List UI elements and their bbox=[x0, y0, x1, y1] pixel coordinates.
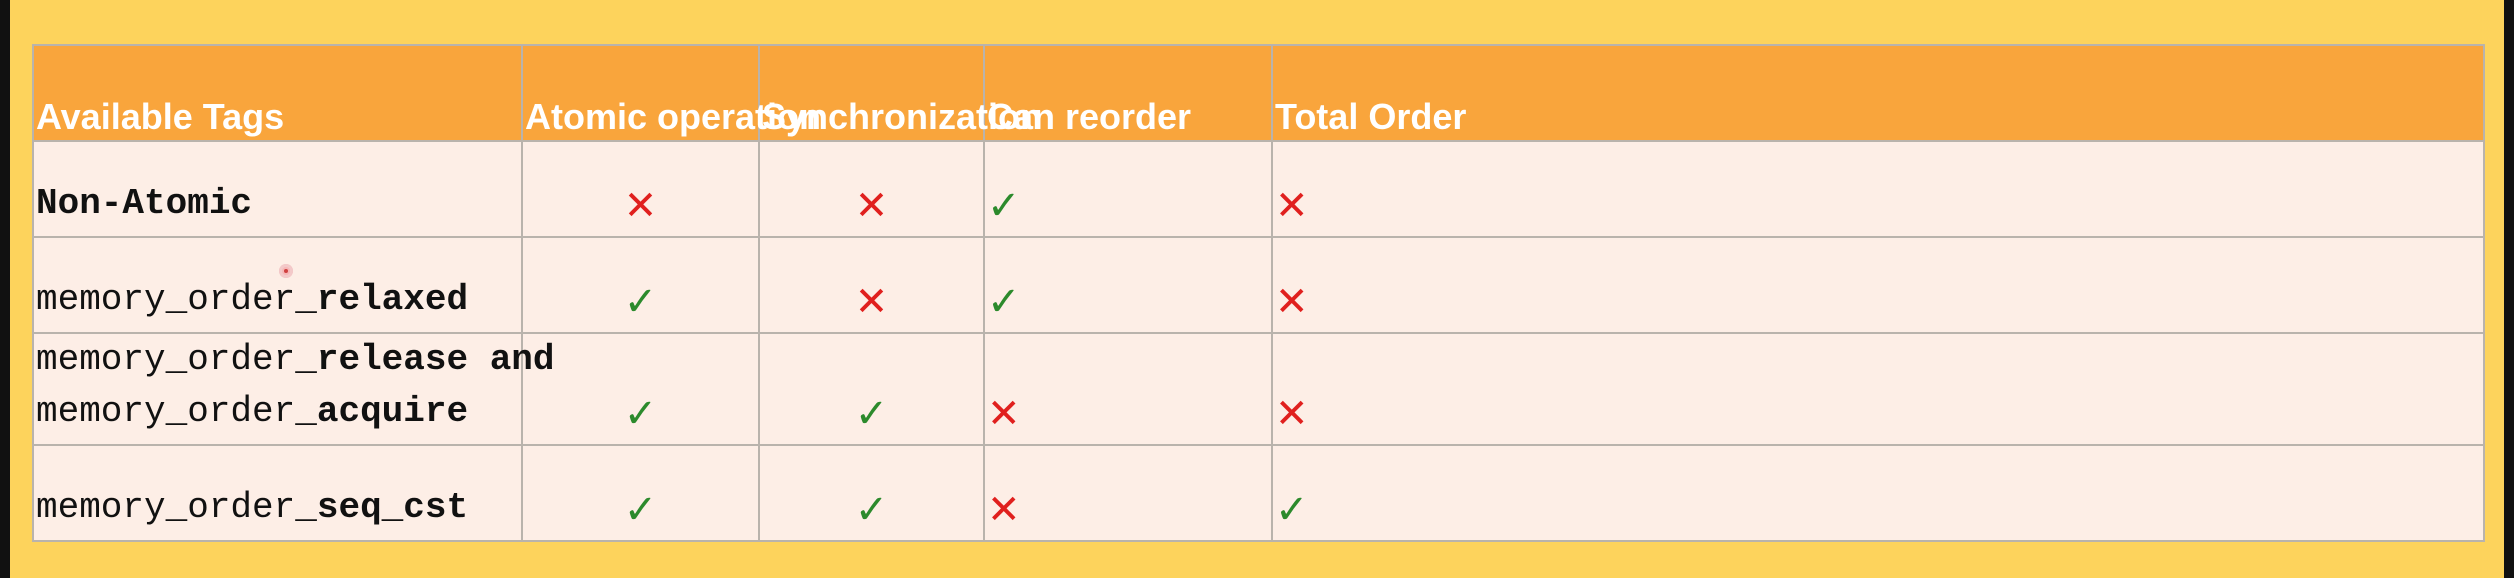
synchronization-cell: ✓ bbox=[758, 332, 985, 446]
memory-order-table: Available Tags Atomic operation Synchron… bbox=[32, 44, 2485, 542]
synchronization-cell: ✕ bbox=[758, 236, 985, 334]
cross-icon: ✕ bbox=[1275, 183, 1309, 229]
tag-name-part: memory_order_ bbox=[36, 339, 317, 380]
check-icon: ✓ bbox=[987, 279, 1021, 325]
can-reorder-cell: ✕ bbox=[983, 444, 1273, 542]
atomic-operation-cell: ✓ bbox=[521, 236, 760, 334]
tag-name-bold-part: relaxed bbox=[316, 279, 469, 320]
cross-icon: ✕ bbox=[854, 183, 889, 229]
check-icon: ✓ bbox=[854, 487, 889, 533]
table-row: Non-Atomic ✕ ✕ ✓ ✕ bbox=[32, 140, 2485, 238]
left-border bbox=[0, 0, 10, 578]
tag-cell: Non-Atomic bbox=[32, 140, 523, 238]
total-order-cell: ✕ bbox=[1271, 140, 2485, 238]
can-reorder-cell: ✓ bbox=[983, 236, 1273, 334]
can-reorder-cell: ✕ bbox=[983, 332, 1273, 446]
tag-name-line: memory_order_release and bbox=[36, 334, 555, 386]
tag-cell: memory_order_relaxed bbox=[32, 236, 523, 334]
total-order-cell: ✕ bbox=[1271, 332, 2485, 446]
header-synchronization: Synchronization bbox=[758, 44, 1042, 142]
cross-icon: ✕ bbox=[987, 487, 1021, 533]
total-order-cell: ✓ bbox=[1271, 444, 2485, 542]
tag-name-line: memory_order_seq_cst bbox=[36, 482, 519, 534]
tag-name-part: memory_order_ bbox=[36, 391, 317, 432]
atomic-operation-cell: ✓ bbox=[521, 332, 760, 446]
can-reorder-cell: ✓ bbox=[983, 140, 1273, 238]
header-total-order: Total Order bbox=[1271, 44, 2485, 142]
cross-icon: ✕ bbox=[854, 279, 889, 325]
atomic-operation-cell: ✕ bbox=[521, 140, 760, 238]
check-icon: ✓ bbox=[623, 391, 658, 437]
cross-icon: ✕ bbox=[623, 183, 658, 229]
total-order-cell: ✕ bbox=[1271, 236, 2485, 334]
cross-icon: ✕ bbox=[1275, 391, 1309, 437]
tag-name-line: Non-Atomic bbox=[36, 178, 519, 230]
cross-icon: ✕ bbox=[987, 391, 1021, 437]
table-row: memory_order_relaxed ✓ ✕ ✓ ✕ bbox=[32, 236, 2485, 334]
cursor-icon bbox=[279, 264, 293, 278]
header-row: Available Tags Atomic operation Synchron… bbox=[32, 44, 2485, 142]
synchronization-cell: ✕ bbox=[758, 140, 985, 238]
tag-name-bold-part: Non-Atomic bbox=[36, 183, 253, 224]
check-icon: ✓ bbox=[1275, 487, 1309, 533]
check-icon: ✓ bbox=[854, 391, 889, 437]
tag-name-bold-part: seq_cst bbox=[316, 487, 469, 528]
tag-name-part: memory_order_ bbox=[36, 487, 317, 528]
tag-cell: memory_order_seq_cst bbox=[32, 444, 523, 542]
tag-name-line: memory_order_relaxed bbox=[36, 274, 519, 326]
header-available-tags: Available Tags bbox=[32, 44, 523, 142]
header-atomic-operation: Atomic operation bbox=[521, 44, 821, 142]
right-border bbox=[2504, 0, 2514, 578]
cross-icon: ✕ bbox=[1275, 279, 1309, 325]
tag-name-line: memory_order_acquire bbox=[36, 386, 519, 438]
table-row: memory_order_seq_cst ✓ ✓ ✕ ✓ bbox=[32, 444, 2485, 542]
check-icon: ✓ bbox=[987, 183, 1021, 229]
tag-name-bold-part: release and bbox=[316, 339, 555, 380]
check-icon: ✓ bbox=[623, 487, 658, 533]
synchronization-cell: ✓ bbox=[758, 444, 985, 542]
tag-name-part: memory_order_ bbox=[36, 279, 317, 320]
header-can-reorder: Can reorder bbox=[983, 44, 1273, 142]
atomic-operation-cell: ✓ bbox=[521, 444, 760, 542]
tag-name-bold-part: acquire bbox=[316, 391, 469, 432]
check-icon: ✓ bbox=[623, 279, 658, 325]
